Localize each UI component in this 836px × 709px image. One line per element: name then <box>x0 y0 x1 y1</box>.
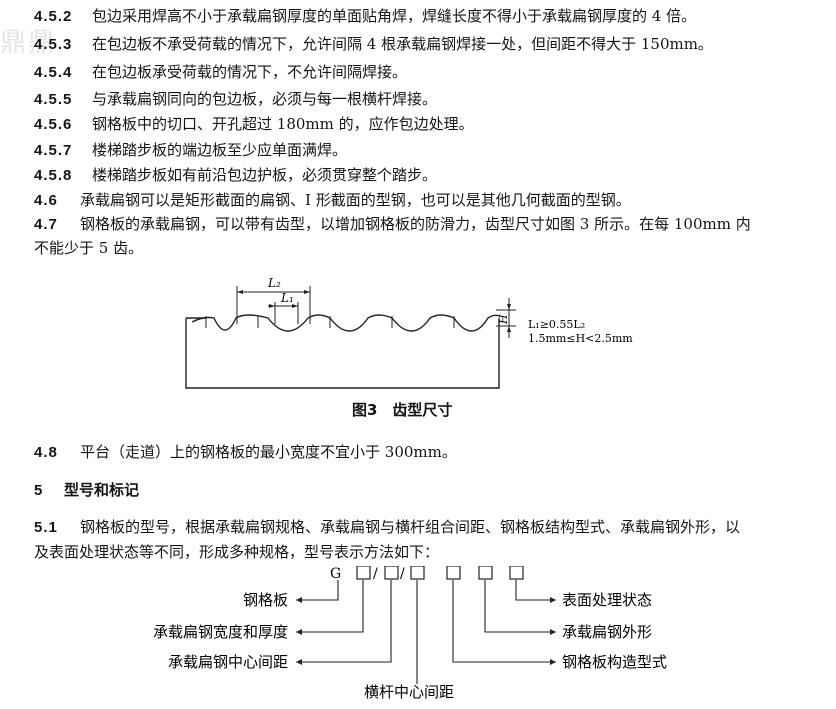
label-grating: 钢格板 <box>243 591 288 609</box>
clause-4-5-6: 4.5.6 钢格板中的切口、开孔超过 180mm 的，应作包边处理。 <box>34 114 474 135</box>
clause-4-5-2: 4.5.2 包边采用焊高不小于承载扁钢厚度的单面贴角焊，焊缝长度不得小于承载扁钢厚… <box>34 6 696 27</box>
clause-text: 钢格板的承载扁钢，可以带有齿型，以增加钢格板的防滑力，齿型尺寸如图 3 所示。在… <box>80 215 751 233</box>
clause-number: 4.5.3 <box>34 36 73 53</box>
clause-text: 钢格板的型号，根据承载扁钢规格、承载扁钢与横杆组合间距、钢格板结构型式、承载扁钢… <box>80 518 741 536</box>
clause-4-5-8: 4.5.8 楼梯踏步板如有前沿包边护板，必须贯穿整个踏步。 <box>34 165 437 186</box>
clause-4-6: 4.6 承载扁钢可以是矩形截面的扁钢、I 形截面的型钢，也可以是其他几何截面的型钢… <box>34 190 631 211</box>
label-bar-pitch: 承载扁钢中心间距 <box>168 653 288 671</box>
clause-text: 平台（走道）上的钢格板的最小宽度不宜小于 300mm。 <box>80 443 457 461</box>
label-crossbar-pitch: 横杆中心间距 <box>364 683 454 701</box>
clause-4-7-continuation: 不能少于 5 齿。 <box>34 239 144 257</box>
model-prefix: G <box>330 566 341 582</box>
clause-text: 与承载扁钢同向的包边板，必须与每一根横杆焊接。 <box>92 90 438 108</box>
clause-4-5-5: 4.5.5 与承载扁钢同向的包边板，必须与每一根横杆焊接。 <box>34 89 437 110</box>
label-l1: L₁ <box>280 291 294 305</box>
clause-number: 4.8 <box>34 444 58 461</box>
clause-text: 在包边板不承受荷载的情况下，允许间隔 4 根承载扁钢焊接一处，但间距不得大于 1… <box>92 35 713 53</box>
section-title: 型号和标记 <box>64 481 140 499</box>
label-h: H <box>497 314 510 325</box>
clause-text: 楼梯踏步板如有前沿包边护板，必须贯穿整个踏步。 <box>92 166 438 184</box>
slash-1: / <box>373 566 378 582</box>
label-l2: L₂ <box>267 276 281 290</box>
box-structure-type <box>446 566 461 580</box>
label-structure-type: 钢格板构造型式 <box>562 653 667 671</box>
clause-number: 4.5.5 <box>34 91 73 108</box>
box-bar-shape <box>478 566 493 580</box>
figure-3-caption: 图3 齿型尺寸 <box>352 401 453 419</box>
clause-4-5-7: 4.5.7 楼梯踏步板的端边板至少应单面满焊。 <box>34 140 347 161</box>
formula-l1: L₁≥0.55L₂ <box>528 318 585 331</box>
section-number: 5 <box>34 482 44 499</box>
clause-4-8: 4.8 平台（走道）上的钢格板的最小宽度不宜小于 300mm。 <box>34 442 457 463</box>
label-bar-size: 承载扁钢宽度和厚度 <box>153 623 288 641</box>
slash-2: / <box>400 566 405 582</box>
figure-3-tooth-profile: L₂ L₁ H L₁≥0.55L₂ 1.5mm≤H<2.5mm <box>185 276 633 389</box>
clause-number: 4.5.2 <box>34 8 73 25</box>
section-5-heading: 5 型号和标记 <box>34 480 139 501</box>
clause-number: 4.5.4 <box>34 64 73 81</box>
clause-number: 4.5.8 <box>34 167 73 184</box>
clause-4-7: 4.7 钢格板的承载扁钢，可以带有齿型，以增加钢格板的防滑力，齿型尺寸如图 3 所… <box>34 214 751 235</box>
clause-4-5-3: 4.5.3 在包边板不承受荷载的情况下，允许间隔 4 根承载扁钢焊接一处，但间距不… <box>34 34 713 55</box>
clause-text: 楼梯踏步板的端边板至少应单面满焊。 <box>92 141 348 159</box>
formula-h: 1.5mm≤H<2.5mm <box>528 332 633 345</box>
clause-4-5-4: 4.5.4 在包边板承受荷载的情况下，不允许间隔焊接。 <box>34 62 407 83</box>
clause-number: 4.6 <box>34 192 58 209</box>
clause-text: 包边采用焊高不小于承载扁钢厚度的单面贴角焊，焊缝长度不得小于承载扁钢厚度的 4 … <box>92 7 697 25</box>
clause-5-1-continuation: 及表面处理状态等不同，形成多种规格，型号表示方法如下： <box>34 543 440 561</box>
clause-text: 在包边板承受荷载的情况下，不允许间隔焊接。 <box>92 63 408 81</box>
clause-5-1: 5.1 钢格板的型号，根据承载扁钢规格、承载扁钢与横杆组合间距、钢格板结构型式、承… <box>34 517 740 538</box>
model-designation-diagram: G / / 钢格板 承载扁钢宽度和厚度 承载扁钢中心间距 横杆中心间距 表面处理… <box>153 566 667 701</box>
clause-text: 钢格板中的切口、开孔超过 180mm 的，应作包边处理。 <box>92 115 474 133</box>
watermark: 鼎鼎 <box>0 28 57 58</box>
box-bar-spec <box>356 566 371 580</box>
label-surface-treatment: 表面处理状态 <box>562 591 652 609</box>
box-bar-pitch <box>384 566 399 580</box>
clause-number: 4.5.7 <box>34 142 73 159</box>
clause-number: 4.7 <box>34 216 58 233</box>
clause-number: 4.5.6 <box>34 116 73 133</box>
box-surface-treatment <box>509 566 524 580</box>
box-crossbar-pitch <box>410 566 425 580</box>
label-bar-shape: 承载扁钢外形 <box>562 623 652 641</box>
clause-number: 5.1 <box>34 519 58 536</box>
clause-text: 承载扁钢可以是矩形截面的扁钢、I 形截面的型钢，也可以是其他几何截面的型钢。 <box>80 191 631 209</box>
